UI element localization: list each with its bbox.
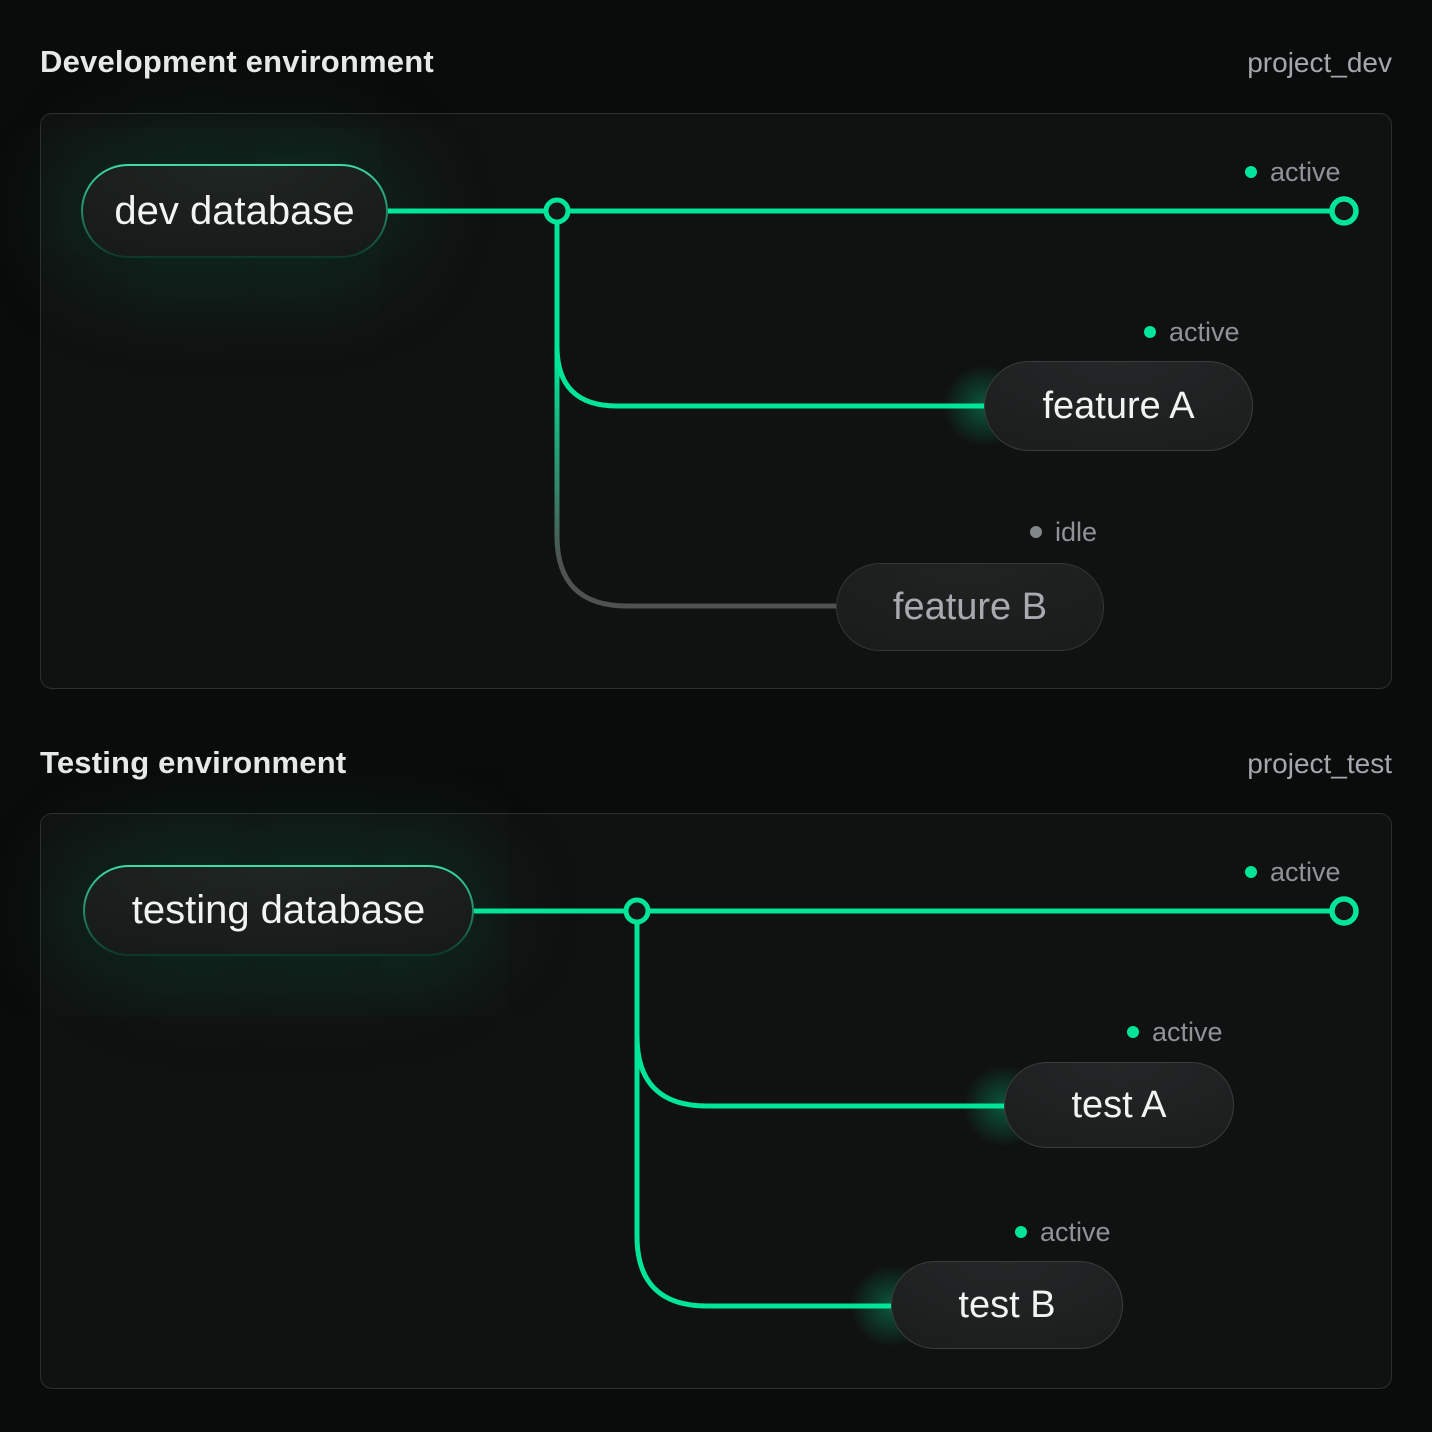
idle-status-dot-icon: [1030, 526, 1042, 538]
test-a-status-label: active: [1152, 1016, 1223, 1047]
testing-database-node[interactable]: testing database: [83, 865, 474, 956]
dev-branch-line-feature-a: [554, 211, 984, 409]
dev-project-label: project_dev: [1247, 47, 1392, 78]
dev-database-label: dev database: [114, 188, 355, 233]
dev-environment-header: Development environment project_dev: [40, 44, 1392, 80]
dev-junction-node: [543, 197, 571, 225]
dev-main-status: active: [1245, 155, 1341, 189]
test-branch-line-test-a: [634, 911, 1004, 1109]
test-junction-node: [623, 897, 651, 925]
test-a-label: test A: [1071, 1083, 1167, 1126]
feature-a-status-label: active: [1169, 316, 1240, 347]
test-project-label: project_test: [1247, 748, 1392, 779]
testing-database-label: testing database: [131, 888, 426, 932]
dev-branch-line-feature-b: [554, 211, 836, 609]
test-branch-lines-graphic: [474, 896, 1359, 1309]
test-b-label: test B: [958, 1283, 1056, 1326]
test-environment-title: Testing environment: [40, 745, 347, 780]
test-environment-panel: testing database active active test A ac…: [40, 813, 1392, 1389]
test-branch-line-test-b: [634, 911, 891, 1309]
test-main-status: active: [1245, 855, 1341, 889]
feature-b-label: feature B: [892, 585, 1048, 628]
dev-environment-title: Development environment: [40, 44, 434, 79]
test-a-branch-node[interactable]: test A: [1004, 1062, 1234, 1148]
feature-b-status: idle: [1030, 515, 1097, 549]
feature-a-branch-node[interactable]: feature A: [984, 361, 1253, 451]
test-a-status: active: [1127, 1015, 1223, 1049]
active-status-dot-icon: [1015, 1226, 1027, 1238]
test-b-branch-node[interactable]: test B: [891, 1261, 1123, 1349]
test-main-endpoint-node: [1329, 896, 1359, 926]
test-main-status-label: active: [1270, 856, 1341, 887]
active-status-dot-icon: [1127, 1026, 1139, 1038]
active-status-dot-icon: [1245, 166, 1257, 178]
dev-main-status-label: active: [1270, 156, 1341, 187]
feature-a-label: feature A: [1042, 384, 1195, 427]
dev-environment-panel: dev database active active feature A idl…: [40, 113, 1392, 689]
feature-b-branch-node[interactable]: feature B: [836, 563, 1104, 651]
feature-a-status: active: [1144, 315, 1240, 349]
test-b-status-label: active: [1040, 1216, 1111, 1247]
active-status-dot-icon: [1144, 326, 1156, 338]
dev-branch-lines-graphic: [388, 196, 1359, 609]
dev-database-node[interactable]: dev database: [81, 164, 388, 258]
dev-main-endpoint-node: [1329, 196, 1359, 226]
test-environment-header: Testing environment project_test: [40, 745, 1392, 781]
active-status-dot-icon: [1245, 866, 1257, 878]
test-b-status: active: [1015, 1215, 1111, 1249]
feature-b-status-label: idle: [1055, 516, 1098, 547]
